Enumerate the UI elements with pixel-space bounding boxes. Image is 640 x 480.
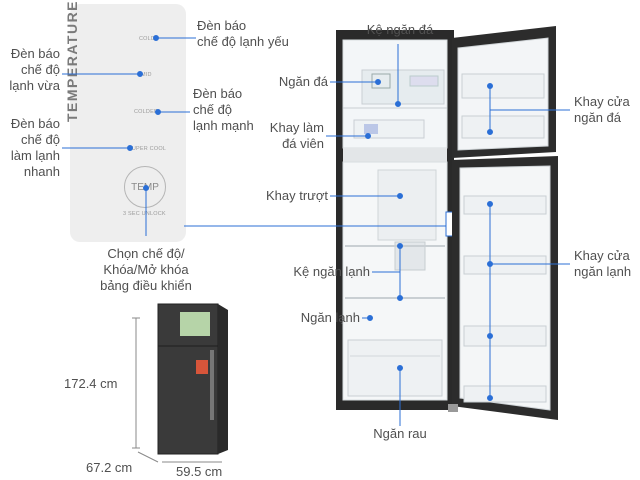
freezer-label: Ngăn đá	[278, 74, 328, 89]
sliding-tray-label: Khay trượt	[265, 188, 328, 203]
callout-lines	[62, 35, 570, 426]
ice-maker-box	[361, 69, 445, 105]
fridge-label: Ngăn lạnh	[300, 310, 360, 325]
width-dimension-label: 59.5 cm	[176, 464, 223, 479]
mid-indicator-label: MID	[141, 72, 152, 78]
freezer-shelf-label: Kệ ngăn đá	[366, 22, 434, 37]
depth-dimension-label: 67.2 cm	[86, 460, 133, 475]
fridge-shelf-label: Kệ ngăn lạnh	[293, 264, 370, 279]
colder-indicator-label: COLDER	[134, 109, 159, 115]
crisper-label: Ngăn rau	[373, 426, 427, 441]
dimension-lines	[132, 317, 222, 463]
unlock-label: 3 SEC UNLOCK	[123, 211, 166, 217]
sliding-tray	[377, 169, 437, 241]
height-dimension-label: 172.4 cm	[64, 376, 118, 391]
temperature-control-panel: TEMPERATURE CONTROL	[64, 0, 186, 242]
cold-indicator-label: COLD	[139, 36, 156, 42]
crisper-drawer	[347, 339, 443, 397]
super-cool-indicator-label: SUPER COOL	[128, 146, 167, 152]
